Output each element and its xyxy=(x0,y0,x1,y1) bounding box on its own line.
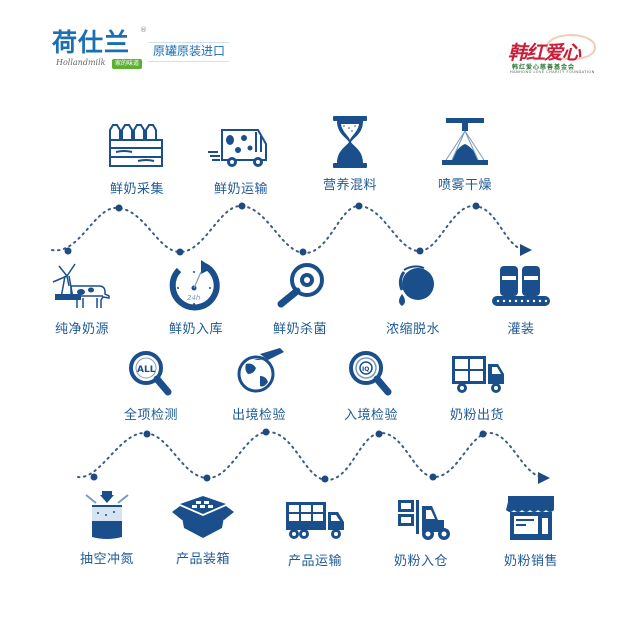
brand-sub-tag: 家的味道 xyxy=(112,59,143,69)
step-export-inspection: 出境检验 xyxy=(214,344,304,423)
heart-outline-icon xyxy=(546,34,596,60)
milk-truck-icon xyxy=(208,129,267,167)
brand-name: 荷仕兰 xyxy=(52,28,131,57)
step-spray-drying: 喷雾干燥 xyxy=(420,114,510,193)
step-milk-powder-sales: 奶粉销售 xyxy=(486,494,576,569)
step-label: 产品运输 xyxy=(287,554,342,569)
step-fresh-milk-transport: 鲜奶运输 xyxy=(196,122,286,197)
charity-org-name-en: HANHONG LOVE CHARITY FOUNDATION xyxy=(510,70,595,74)
hourglass-icon xyxy=(333,116,367,168)
cargo-truck-icon xyxy=(286,502,344,539)
step-label: 入境检验 xyxy=(343,408,398,423)
step-label: 灌装 xyxy=(507,322,535,337)
step-fresh-milk-sterilization: 鲜奶杀菌 xyxy=(255,258,345,337)
step-import-inspection: IQ 入境检验 xyxy=(326,348,416,423)
brand-tagline: 原罐原装进口 xyxy=(149,42,230,62)
step-label: 鲜奶杀菌 xyxy=(272,322,327,337)
step-label: 全项检测 xyxy=(123,408,178,423)
svg-text:24h: 24h xyxy=(187,294,200,302)
step-full-inspection: ALL 全项检测 xyxy=(106,348,196,423)
wave-line-top xyxy=(51,204,526,255)
step-label: 鲜奶运输 xyxy=(213,182,268,197)
brand-script: Hollandmilk xyxy=(56,58,106,67)
storefront-icon xyxy=(506,496,554,540)
charity-script-name: 韩红爱心 xyxy=(508,42,581,64)
arrow-head-icon xyxy=(520,244,532,256)
step-label: 纯净奶源 xyxy=(54,322,109,337)
magnifier-bacteria-icon xyxy=(277,263,324,308)
step-label: 鲜奶采集 xyxy=(109,182,164,197)
step-product-transport: 产品运输 xyxy=(270,494,360,569)
step-label: 出境检验 xyxy=(231,408,286,423)
windmill-cow-icon xyxy=(52,263,110,308)
charity-org-name: 韩红爱心慈善基金会 xyxy=(512,64,576,71)
nitrogen-can-icon xyxy=(85,491,129,539)
forklift-icon xyxy=(398,500,450,540)
registered-mark: ® xyxy=(140,26,147,34)
step-label: 鲜奶入库 xyxy=(168,322,223,337)
open-box-icon xyxy=(172,496,234,538)
hollandmilk-logo: 荷仕兰 ® Hollandmilk 家的味道 原罐原装进口 xyxy=(52,26,232,72)
wave-line-bottom xyxy=(77,430,546,482)
globe-plane-icon xyxy=(237,348,284,393)
step-milk-powder-shipment: 奶粉出货 xyxy=(432,348,522,423)
step-fresh-milk-storage: 24h 鲜奶入库 xyxy=(151,258,241,337)
step-label: 喷雾干燥 xyxy=(437,178,492,193)
step-vacuum-nitrogen-flush: 抽空冲氮 xyxy=(62,490,152,567)
step-product-boxing: 产品装箱 xyxy=(158,492,248,567)
step-label: 奶粉销售 xyxy=(503,554,558,569)
magnifier-ciq-icon: IQ xyxy=(349,351,392,396)
step-warehouse-entry: 奶粉入仓 xyxy=(376,494,466,569)
step-fresh-milk-collection: 鲜奶采集 xyxy=(92,122,182,197)
step-filling: 灌装 xyxy=(476,262,566,337)
step-label: 奶粉出货 xyxy=(449,408,504,423)
drop-concentrate-icon xyxy=(398,265,434,306)
step-label: 营养混料 xyxy=(322,178,377,193)
svg-text:ALL: ALL xyxy=(137,365,156,375)
step-label: 抽空冲氮 xyxy=(79,552,134,567)
step-concentration-dehydration: 浓缩脱水 xyxy=(368,258,458,337)
clock-24h-icon: 24h xyxy=(169,260,220,311)
charity-foundation-logo: 韩红爱心 韩红爱心慈善基金会 HANHONG LOVE CHARITY FOUN… xyxy=(502,34,610,76)
milk-crate-icon xyxy=(109,124,163,167)
delivery-truck-icon xyxy=(452,356,504,393)
spray-dryer-icon xyxy=(442,118,488,165)
step-pure-milk-source: 纯净奶源 xyxy=(37,262,127,337)
step-label: 浓缩脱水 xyxy=(385,322,440,337)
step-nutrient-mixing: 营养混料 xyxy=(305,114,395,193)
arrow-head-icon xyxy=(538,472,550,484)
step-label: 产品装箱 xyxy=(175,552,230,567)
canning-conveyor-icon xyxy=(492,266,550,306)
svg-text:IQ: IQ xyxy=(362,366,369,373)
magnifier-all-icon: ALL xyxy=(129,351,172,396)
step-label: 奶粉入仓 xyxy=(393,554,448,569)
